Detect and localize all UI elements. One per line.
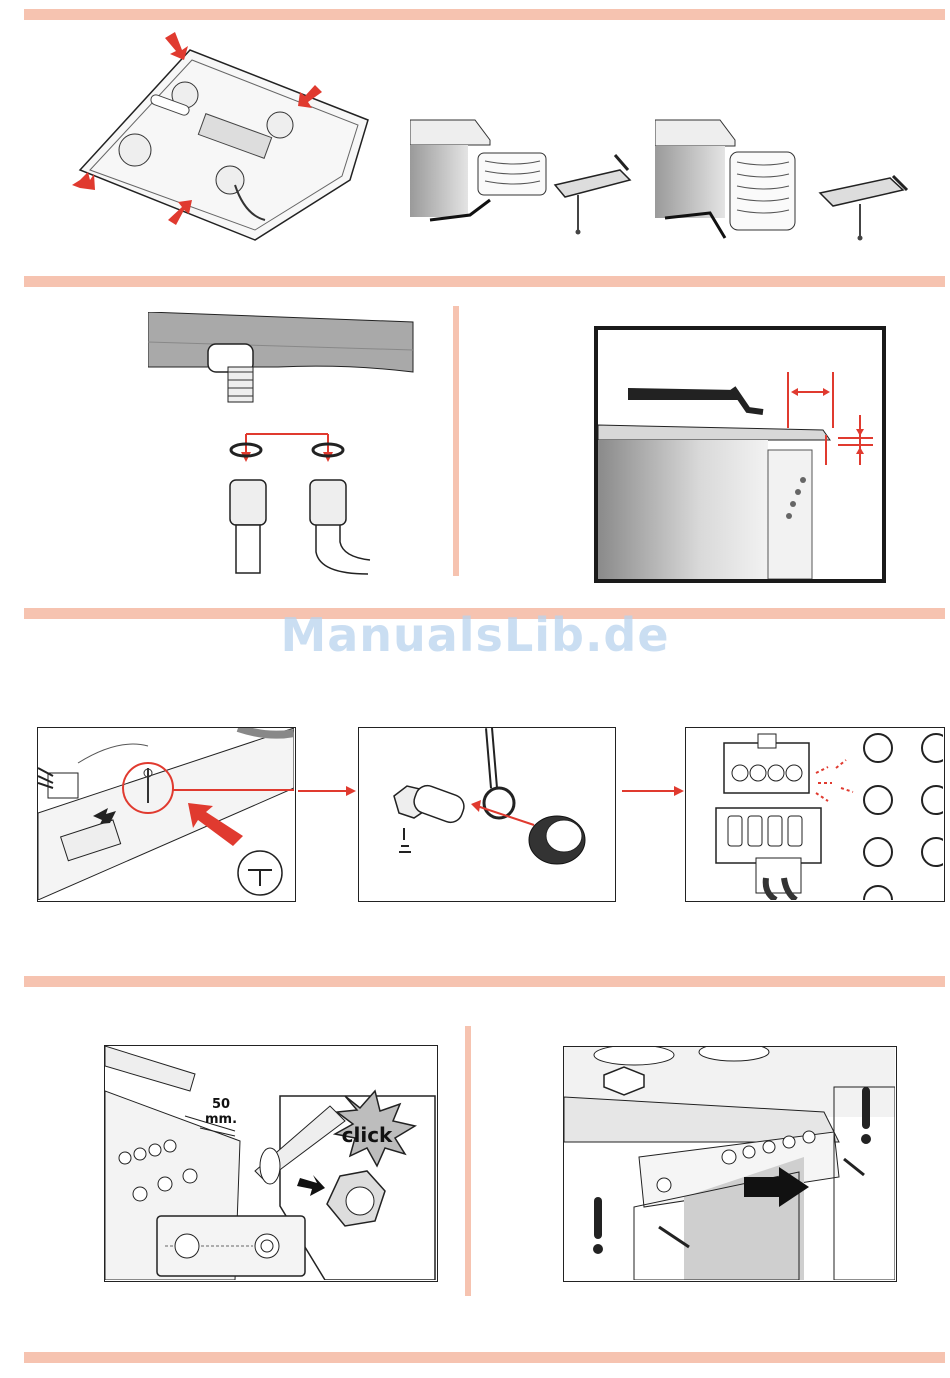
arrow-red-icon	[471, 800, 534, 825]
section-divider-2	[453, 306, 459, 576]
step-arrow-2	[622, 784, 686, 798]
section-divider-4	[465, 1026, 471, 1296]
terminal-screw-frame	[358, 727, 616, 902]
warning-exclamation-icon-2	[593, 1197, 603, 1254]
section-band-1	[24, 9, 945, 20]
clearance-unit: mm.	[205, 1112, 237, 1127]
step-arrow-1	[298, 784, 358, 798]
drawer-fixing-frame	[563, 1046, 897, 1282]
connector-block-frame	[685, 727, 945, 902]
arrow-red-icon	[241, 434, 333, 462]
watermark: ManualsLib.de	[0, 608, 950, 662]
section-band-4	[24, 976, 945, 987]
screw-icon	[555, 155, 630, 235]
clearance-value: 50	[212, 1097, 230, 1112]
clearance-frame	[594, 326, 886, 583]
section-band-5	[24, 1352, 945, 1363]
click-label: click	[342, 1123, 393, 1147]
earth-connection-frame	[37, 727, 296, 902]
section-band-2	[24, 276, 945, 287]
bracket-fixing-figure-1	[410, 115, 640, 240]
screw-icon	[820, 176, 907, 241]
hob-underside-figure	[50, 30, 380, 250]
gas-connection-figure	[148, 312, 418, 577]
bracket-fixing-figure-2	[655, 118, 915, 243]
ground-symbol-icon	[238, 851, 282, 895]
warning-exclamation-icon	[861, 1087, 871, 1144]
knob-mounting-frame: click 50 mm.	[104, 1045, 438, 1282]
